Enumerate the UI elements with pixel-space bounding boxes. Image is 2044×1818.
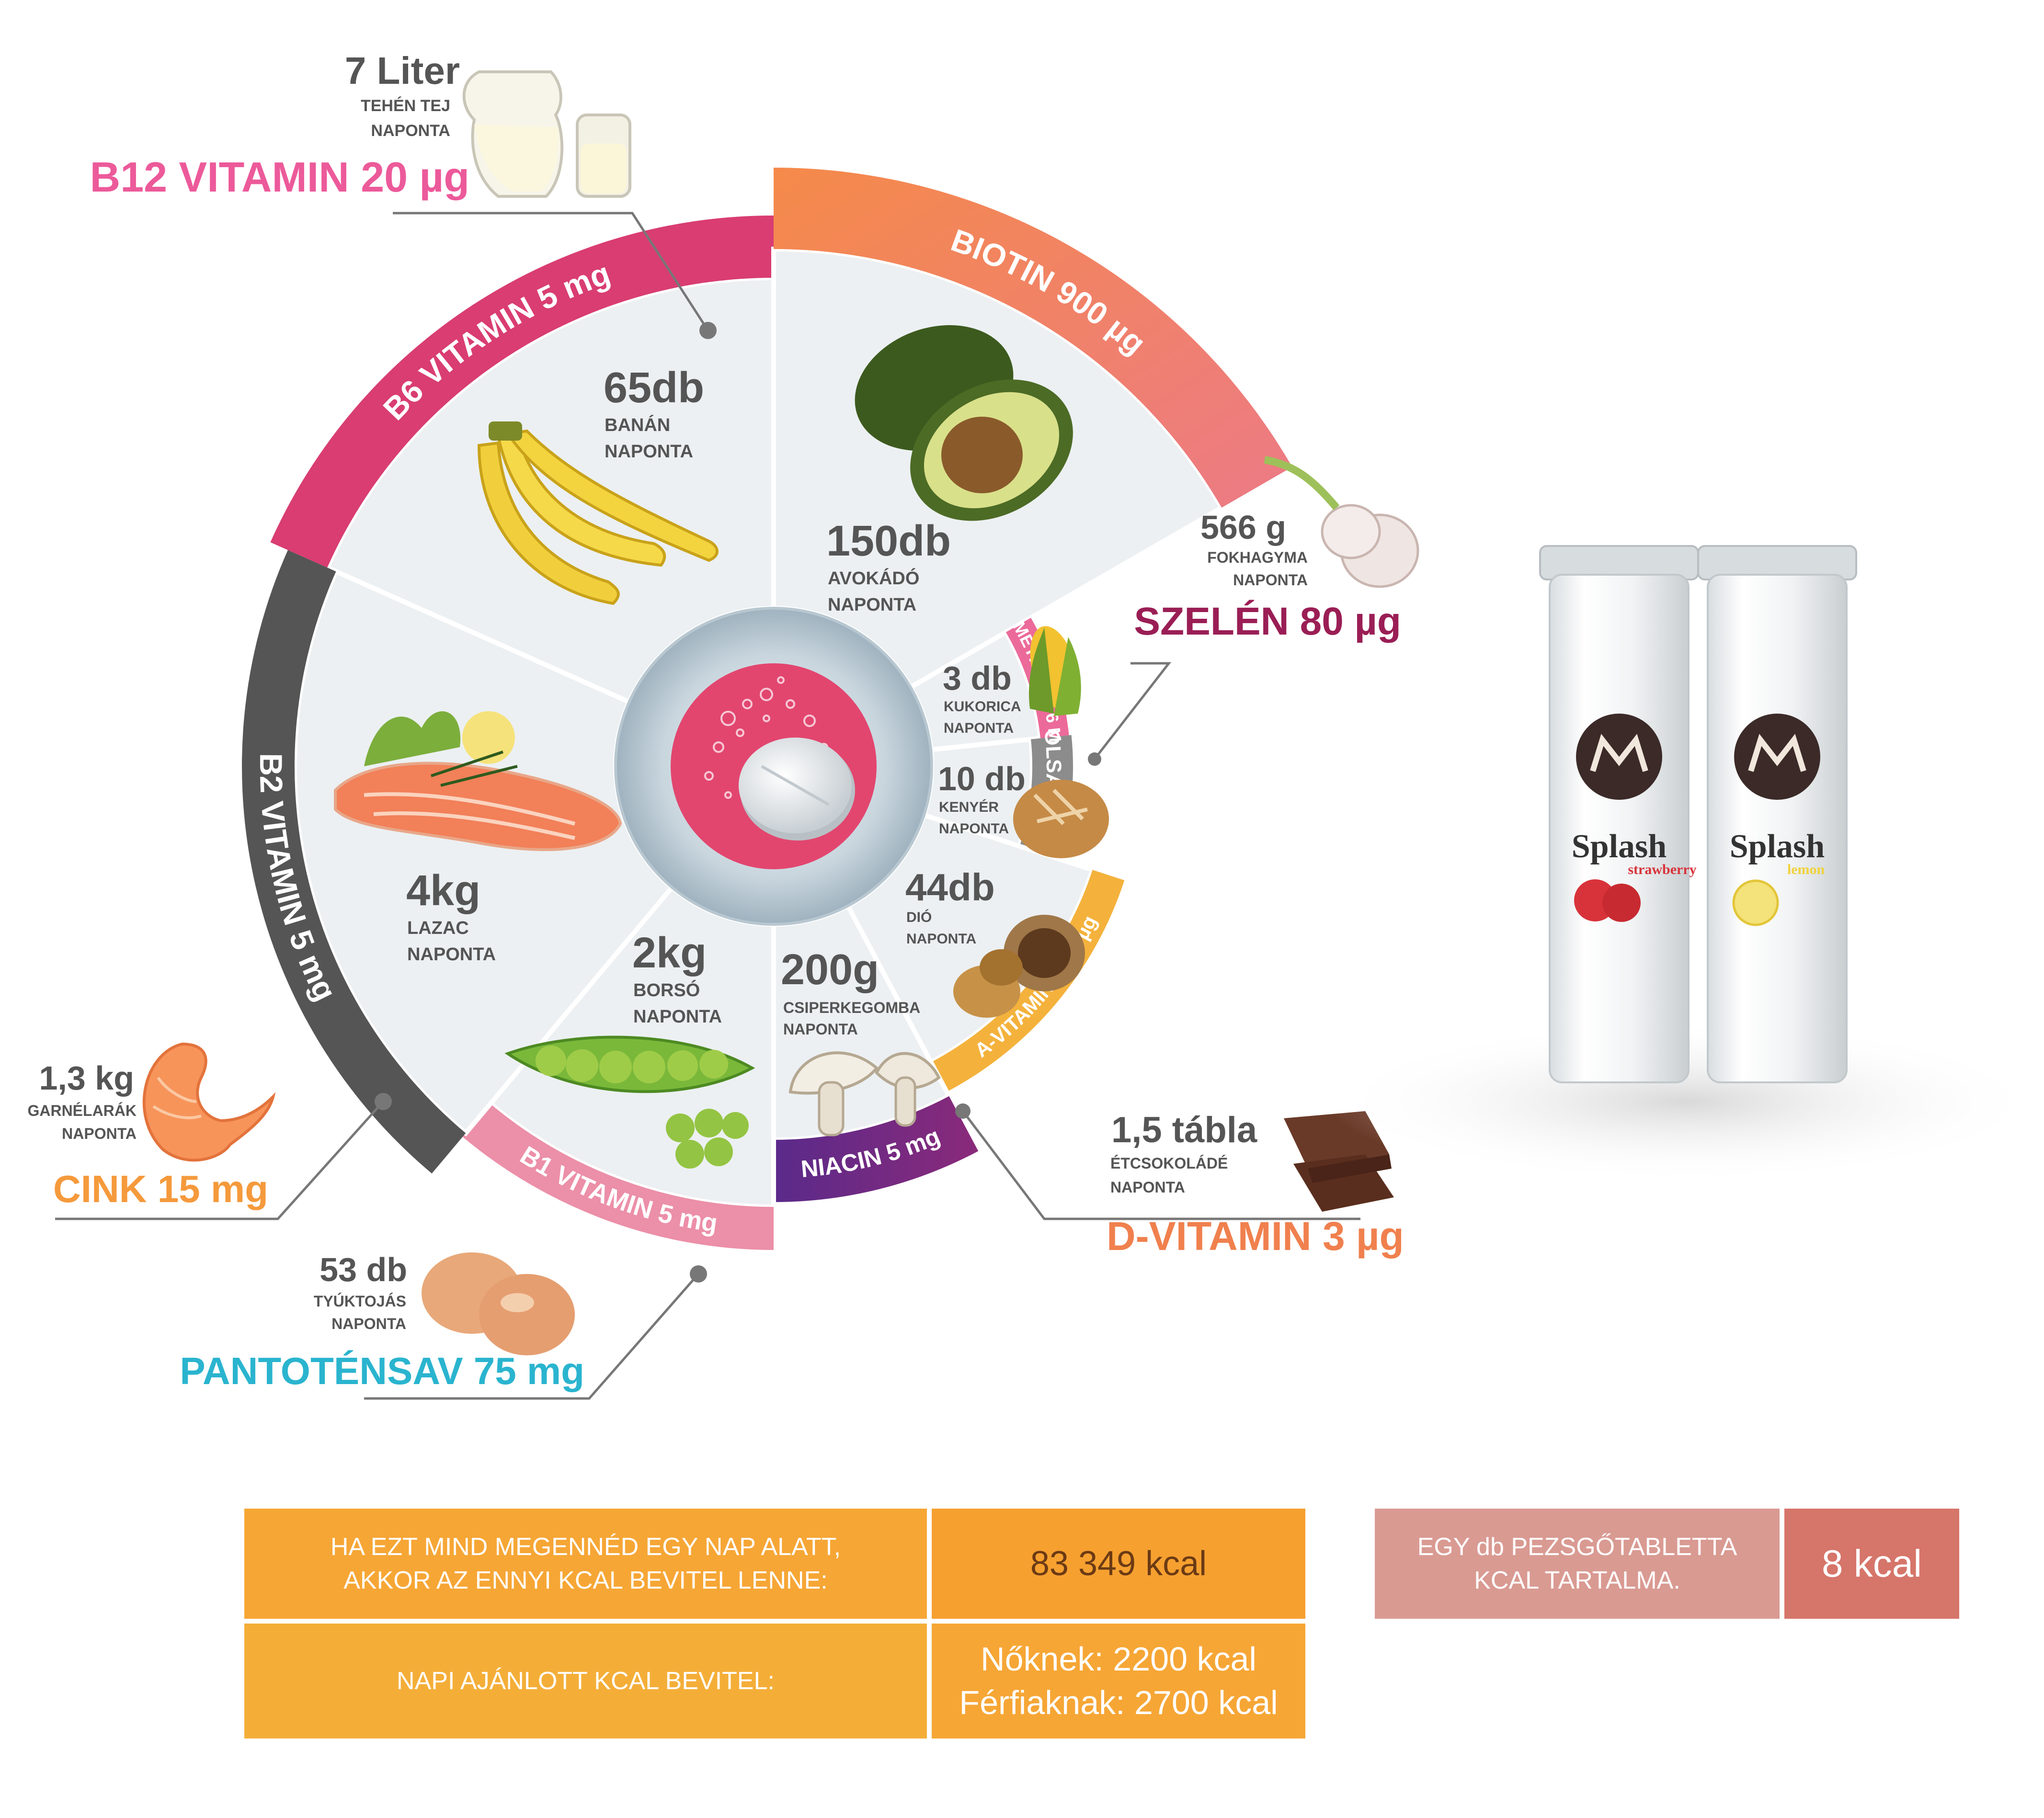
- svg-text:1,5 tábla: 1,5 tábla: [1111, 1110, 1257, 1150]
- svg-text:44db: 44db: [905, 866, 995, 909]
- ring-band-b6: [270, 215, 774, 568]
- tube-logo-icon: [1734, 714, 1820, 800]
- svg-text:DIÓ: DIÓ: [906, 909, 932, 925]
- salmon-icon: [334, 711, 622, 852]
- svg-text:7 Liter: 7 Liter: [345, 49, 460, 92]
- table-r2-value: Nőknek: 2200 kcal Férfiaknak: 2700 kcal: [932, 1624, 1305, 1738]
- food-label-lazac: 4kg LAZAC NAPONTA: [406, 867, 496, 965]
- tube-logo-icon: [1576, 714, 1662, 800]
- svg-text:NAPONTA: NAPONTA: [407, 944, 496, 965]
- svg-text:GARNÉLARÁK: GARNÉLARÁK: [27, 1102, 137, 1119]
- ring-band-avit: [931, 870, 1125, 1092]
- svg-text:NAPONTA: NAPONTA: [62, 1125, 137, 1142]
- svg-text:NAPONTA: NAPONTA: [939, 821, 1009, 837]
- svg-text:strawberry: strawberry: [1628, 862, 1696, 877]
- svg-text:KENYÉR: KENYÉR: [939, 799, 999, 815]
- svg-text:Splash: Splash: [1572, 828, 1667, 865]
- tube-strawberry: Splash strawberry: [1539, 545, 1699, 1083]
- svg-text:NAPONTA: NAPONTA: [331, 1315, 406, 1332]
- svg-text:NAPONTA: NAPONTA: [1233, 571, 1308, 589]
- food-label-kenyer: 10 db KENYÉR NAPONTA: [938, 760, 1026, 837]
- svg-text:NAPONTA: NAPONTA: [906, 931, 976, 947]
- ring-band-biotin: [774, 168, 1292, 508]
- lemon-icon: [1732, 879, 1779, 926]
- svg-text:NAPONTA: NAPONTA: [1110, 1179, 1185, 1196]
- avocado-icon: [855, 325, 1073, 521]
- callout-pant: 53 db TYÚKTOJÁS NAPONTA PANTOTÉNSAV 75 m…: [180, 1251, 584, 1392]
- svg-text:BORSÓ: BORSÓ: [633, 979, 700, 1000]
- table-r1-value: 83 349 kcal: [932, 1509, 1305, 1619]
- banana-icon: [477, 421, 719, 605]
- svg-text:NAPONTA: NAPONTA: [633, 1007, 722, 1027]
- food-label-gomba: 200g CSIPERKEGOMBA NAPONTA: [781, 946, 920, 1038]
- ring-band-b1: [462, 1103, 774, 1250]
- table-r2-women: Nőknek: 2200 kcal: [981, 1640, 1256, 1678]
- center-hub: [614, 607, 933, 926]
- leader-lines: [55, 212, 1360, 1400]
- table-r1-label: HA EZT MIND MEGENNÉD EGY NAP ALATT, AKKO…: [244, 1509, 927, 1619]
- table-r2-label: NAPI AJÁNLOTT KCAL BEVITEL:: [244, 1624, 927, 1738]
- product-tubes: Splash strawberry Splash lemon: [1327, 545, 2044, 1183]
- svg-text:CSIPERKEGOMBA: CSIPERKEGOMBA: [783, 999, 920, 1016]
- walnut-icon: [953, 915, 1085, 1018]
- corn-icon: [1028, 626, 1081, 716]
- table-r2-men: Férfiaknak: 2700 kcal: [959, 1684, 1278, 1721]
- callout-szelen: 566 g FOKHAGYMA NAPONTA SZELÉN 80 µg: [1134, 456, 1419, 643]
- food-label-kukorica: 3 db KUKORICA NAPONTA: [943, 659, 1021, 736]
- svg-text:10 db: 10 db: [938, 760, 1026, 797]
- tablet-kcal-value: 8 kcal: [1784, 1509, 1959, 1619]
- svg-text:NAPONTA: NAPONTA: [828, 595, 916, 615]
- svg-text:NAPONTA: NAPONTA: [371, 122, 450, 140]
- svg-text:B12 VITAMIN 20 µg: B12 VITAMIN 20 µg: [90, 153, 469, 201]
- svg-text:2kg: 2kg: [632, 929, 707, 977]
- callout-b12: 7 Liter TEHÉN TEJ NAPONTA B12 VITAMIN 20…: [90, 49, 631, 201]
- svg-text:BANÁN: BANÁN: [605, 414, 670, 435]
- svg-text:Splash: Splash: [1730, 828, 1825, 865]
- svg-text:3 db: 3 db: [943, 659, 1012, 697]
- garlic-icon: [1264, 456, 1419, 588]
- svg-text:TYÚKTOJÁS: TYÚKTOJÁS: [314, 1293, 406, 1310]
- milk-jug-icon: [462, 70, 631, 198]
- svg-text:AVOKÁDÓ: AVOKÁDÓ: [828, 568, 919, 589]
- ring-band-b2: [241, 550, 466, 1174]
- tablet-kcal-label: EGY db PEZSGŐTABLETTA KCAL TARTALMA.: [1375, 1509, 1780, 1619]
- svg-text:4kg: 4kg: [406, 867, 480, 915]
- egg-icon: [422, 1252, 575, 1355]
- food-label-avokado: 150db AVOKÁDÓ NAPONTA: [826, 517, 951, 615]
- mushroom-icon: [788, 1051, 941, 1136]
- svg-text:ÉTCSOKOLÁDÉ: ÉTCSOKOLÁDÉ: [1110, 1155, 1228, 1172]
- svg-text:FOKHAGYMA: FOKHAGYMA: [1207, 549, 1308, 566]
- svg-text:D-VITAMIN 3 µg: D-VITAMIN 3 µg: [1107, 1214, 1404, 1259]
- svg-text:CINK 15 mg: CINK 15 mg: [53, 1168, 268, 1210]
- svg-text:NAPONTA: NAPONTA: [605, 442, 693, 462]
- shrimp-icon: [142, 1042, 276, 1162]
- svg-text:53 db: 53 db: [320, 1251, 407, 1288]
- svg-text:TEHÉN TEJ: TEHÉN TEJ: [361, 97, 450, 115]
- svg-text:150db: 150db: [826, 517, 951, 565]
- svg-text:1,3 kg: 1,3 kg: [39, 1059, 134, 1097]
- bread-icon: [1013, 780, 1109, 858]
- tablet-icon: [739, 738, 855, 841]
- svg-text:200g: 200g: [781, 946, 879, 994]
- svg-text:PANTOTÉNSAV 75 mg: PANTOTÉNSAV 75 mg: [180, 1350, 584, 1392]
- leader-dots: [375, 322, 1101, 1283]
- food-label-banan: 65db BANÁN NAPONTA: [604, 364, 704, 462]
- svg-text:lemon: lemon: [1787, 862, 1825, 877]
- ring-band-niacin: [774, 1096, 979, 1202]
- svg-text:LAZAC: LAZAC: [407, 918, 469, 938]
- svg-text:566 g: 566 g: [1200, 509, 1286, 546]
- callout-cink: 1,3 kg GARNÉLARÁK NAPONTA CINK 15 mg: [27, 1042, 276, 1210]
- svg-text:SZELÉN 80 µg: SZELÉN 80 µg: [1134, 600, 1401, 643]
- food-label-dio: 44db DIÓ NAPONTA: [905, 866, 995, 947]
- svg-text:NAPONTA: NAPONTA: [783, 1021, 858, 1038]
- svg-text:65db: 65db: [604, 364, 704, 412]
- food-label-borso: 2kg BORSÓ NAPONTA: [632, 929, 722, 1027]
- svg-text:KUKORICA: KUKORICA: [944, 699, 1021, 715]
- tube-lemon: Splash lemon: [1697, 545, 1857, 1083]
- svg-text:NAPONTA: NAPONTA: [944, 720, 1014, 736]
- peas-icon: [504, 1035, 755, 1169]
